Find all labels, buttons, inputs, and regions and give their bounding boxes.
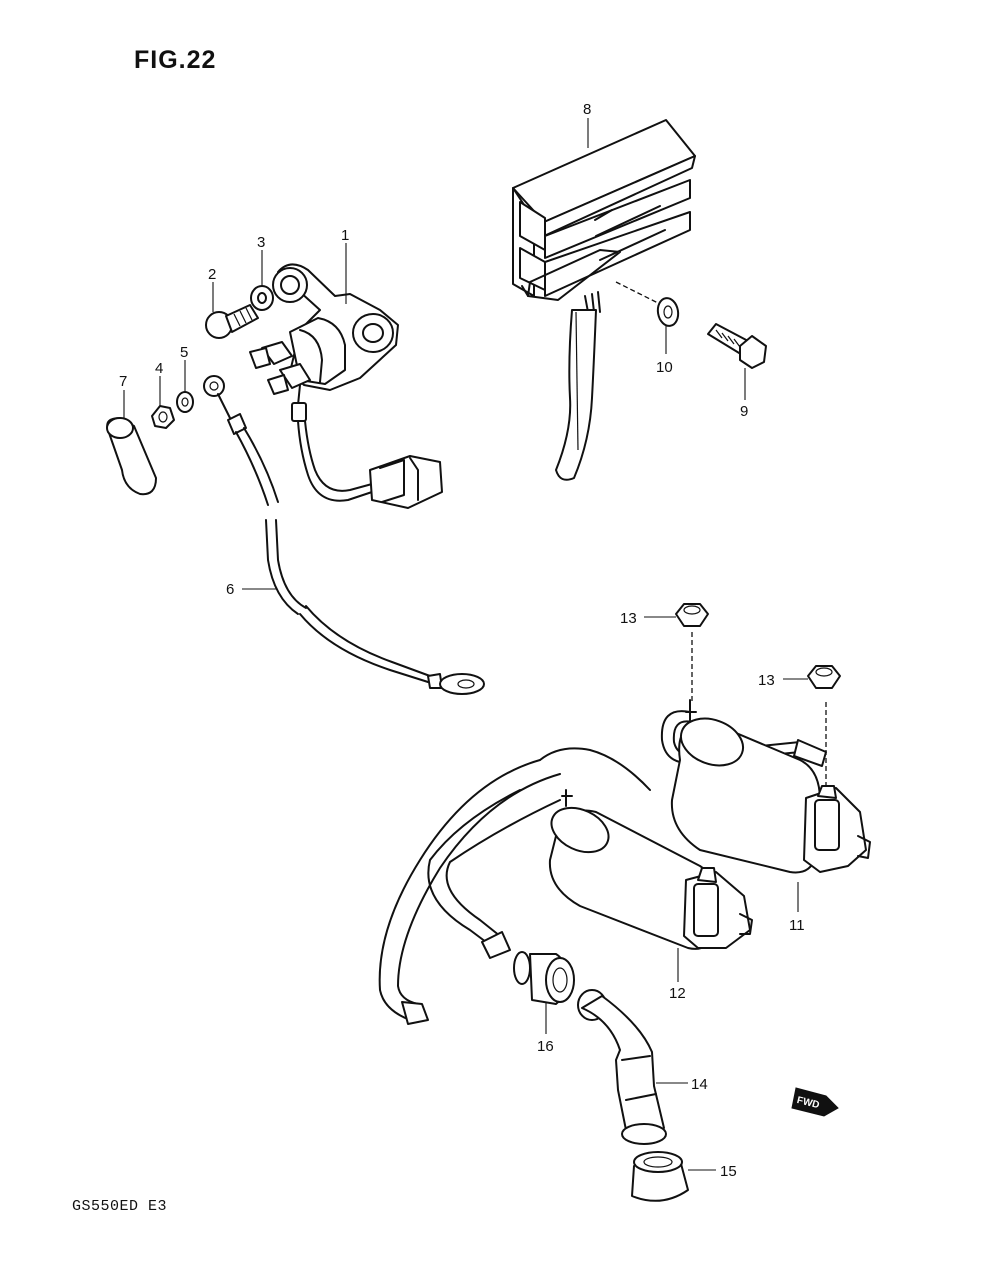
- bolt-part-9[interactable]: [707, 323, 767, 369]
- terminal-cap-part-7[interactable]: [106, 417, 157, 496]
- callout-8: 8: [583, 101, 591, 118]
- callout-4: 4: [155, 360, 163, 377]
- leader-lines: [123, 118, 808, 1171]
- nut-part-13-right[interactable]: [807, 665, 841, 689]
- callout-6: 6: [226, 581, 234, 598]
- callout-12: 12: [669, 985, 686, 1002]
- washer-part-10[interactable]: [656, 296, 681, 327]
- cap-seal-part-16[interactable]: [513, 951, 575, 1005]
- model-code: GS550ED E3: [72, 1198, 168, 1215]
- washer-part-3[interactable]: [250, 285, 274, 311]
- callout-13-upper: 13: [620, 610, 637, 627]
- regulator-rectifier-part-8[interactable]: [512, 119, 696, 481]
- callout-14: 14: [691, 1076, 708, 1093]
- callout-3: 3: [257, 234, 265, 251]
- high-tension-leads: [378, 710, 827, 1025]
- callout-9: 9: [740, 403, 748, 420]
- callout-7: 7: [119, 373, 127, 390]
- callout-13-right: 13: [758, 672, 775, 689]
- forward-arrow-icon: FWD: [791, 1087, 839, 1117]
- relay-coupler[interactable]: [369, 455, 443, 509]
- figure-title: FIG.22: [134, 46, 217, 74]
- callout-11: 11: [789, 917, 805, 934]
- spark-plug-cap-part-14[interactable]: [577, 989, 667, 1145]
- callout-labels: 1 2 3 4 5 6 7 8 9 10 11 12 13 13 14 15 1…: [119, 101, 805, 1180]
- ignition-coil-part-11[interactable]: [670, 699, 871, 874]
- callout-5: 5: [180, 344, 188, 361]
- lock-washer-part-5[interactable]: [176, 391, 194, 413]
- callout-10: 10: [656, 359, 673, 376]
- relay-lead-wire: [297, 420, 373, 502]
- callout-15: 15: [720, 1163, 737, 1180]
- callout-16: 16: [537, 1038, 554, 1055]
- mount-line-8: [615, 281, 665, 307]
- nut-part-4[interactable]: [151, 405, 175, 429]
- starter-relay-part[interactable]: [249, 263, 399, 422]
- cap-cover-part-15[interactable]: [631, 1151, 689, 1202]
- callout-1: 1: [341, 227, 349, 244]
- fwd-label: FWD: [796, 1095, 821, 1111]
- lead-wire-part-6[interactable]: [203, 375, 485, 695]
- callout-2: 2: [208, 266, 216, 283]
- bolt-part-2[interactable]: [205, 304, 259, 339]
- ignition-coil-part-12[interactable]: [544, 789, 753, 950]
- nut-part-13-upper[interactable]: [675, 603, 709, 627]
